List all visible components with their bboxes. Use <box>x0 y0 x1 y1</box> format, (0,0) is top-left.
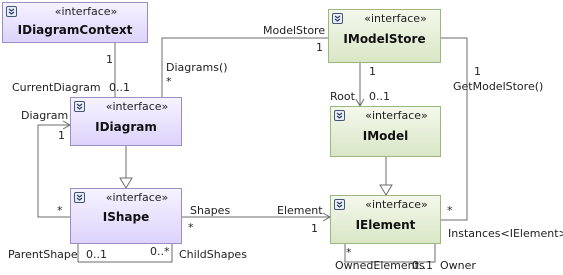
class-name: IElement <box>355 218 416 232</box>
stereotype-label: «interface» <box>365 109 428 122</box>
multiplicity-label: 0..1 <box>86 248 107 261</box>
role-label-instances: Instances<IElement>() <box>448 227 563 240</box>
multiplicity-label: 1 <box>474 65 481 78</box>
collapse-chevron-icon[interactable] <box>334 110 345 121</box>
role-label-owned-elements: OwnedElements <box>335 259 425 272</box>
multiplicity-label: * <box>346 246 352 259</box>
role-label-element: Element <box>277 204 323 217</box>
collapse-chevron-icon[interactable] <box>74 192 85 203</box>
class-imodelstore[interactable]: «interface» IModelStore <box>328 9 441 63</box>
stereotype-label: «interface» <box>365 198 428 211</box>
multiplicity-label: 0..1 <box>109 81 130 94</box>
multiplicity-label: * <box>188 221 194 234</box>
role-label-shapes: Shapes <box>190 204 231 217</box>
connector-element-self <box>344 244 436 263</box>
class-idiagram[interactable]: «interface» IDiagram <box>70 97 182 146</box>
multiplicity-label: 0..1 <box>412 259 433 272</box>
class-idiagramcontext[interactable]: «interface» IDiagramContext <box>2 2 148 43</box>
generalization-arrowhead-imodel <box>379 184 393 196</box>
stereotype-label: «interface» <box>105 191 169 204</box>
role-label-get-model-store: GetModelStore() <box>453 80 544 93</box>
stereotype-label: «interface» <box>54 5 118 18</box>
multiplicity-label: 1 <box>369 65 376 78</box>
class-name: IModel <box>362 129 409 143</box>
collapse-chevron-icon[interactable] <box>334 199 345 210</box>
role-label-diagram: Diagram <box>21 109 69 122</box>
multiplicity-label: 0..1 <box>369 90 390 103</box>
multiplicity-label: * <box>57 204 63 217</box>
class-name: IModelStore <box>343 32 426 46</box>
role-label-modelstore: ModelStore <box>263 24 326 37</box>
multiplicity-label: * <box>447 204 453 217</box>
connector-shape-diagram <box>37 124 70 218</box>
role-label-parent-shape: ParentShape <box>8 248 78 261</box>
role-label-child-shapes: ChildShapes <box>179 248 247 261</box>
collapse-chevron-icon[interactable] <box>6 6 17 17</box>
collapse-chevron-icon[interactable] <box>332 13 343 24</box>
class-ielement[interactable]: «interface» IElement <box>330 195 441 244</box>
connector-element-modelstore <box>441 37 468 221</box>
multiplicity-label: 1 <box>311 222 318 235</box>
role-label-owner: Owner <box>440 259 476 272</box>
stereotype-label: «interface» <box>364 12 427 25</box>
multiplicity-label: 1 <box>58 129 65 142</box>
role-label-current-diagram: CurrentDiagram <box>12 81 101 94</box>
multiplicity-label: 1 <box>106 53 113 66</box>
class-name: IDiagramContext <box>17 23 133 37</box>
connector-diagram-modelstore <box>161 37 328 97</box>
multiplicity-label: 0..* <box>150 245 170 258</box>
class-name: IDiagram <box>95 120 157 134</box>
class-imodel[interactable]: «interface» IModel <box>330 106 441 157</box>
class-name: IShape <box>102 210 150 224</box>
collapse-chevron-icon[interactable] <box>74 101 85 112</box>
generalization-arrowhead-idiagram <box>119 177 133 189</box>
stereotype-label: «interface» <box>105 100 169 113</box>
class-ishape[interactable]: «interface» IShape <box>70 188 182 244</box>
role-label-root: Root <box>330 90 355 103</box>
multiplicity-label: 1 <box>316 41 323 54</box>
connector-shape-self <box>77 244 173 263</box>
role-label-diagrams: Diagrams() <box>166 61 228 74</box>
multiplicity-label: * <box>166 75 172 88</box>
